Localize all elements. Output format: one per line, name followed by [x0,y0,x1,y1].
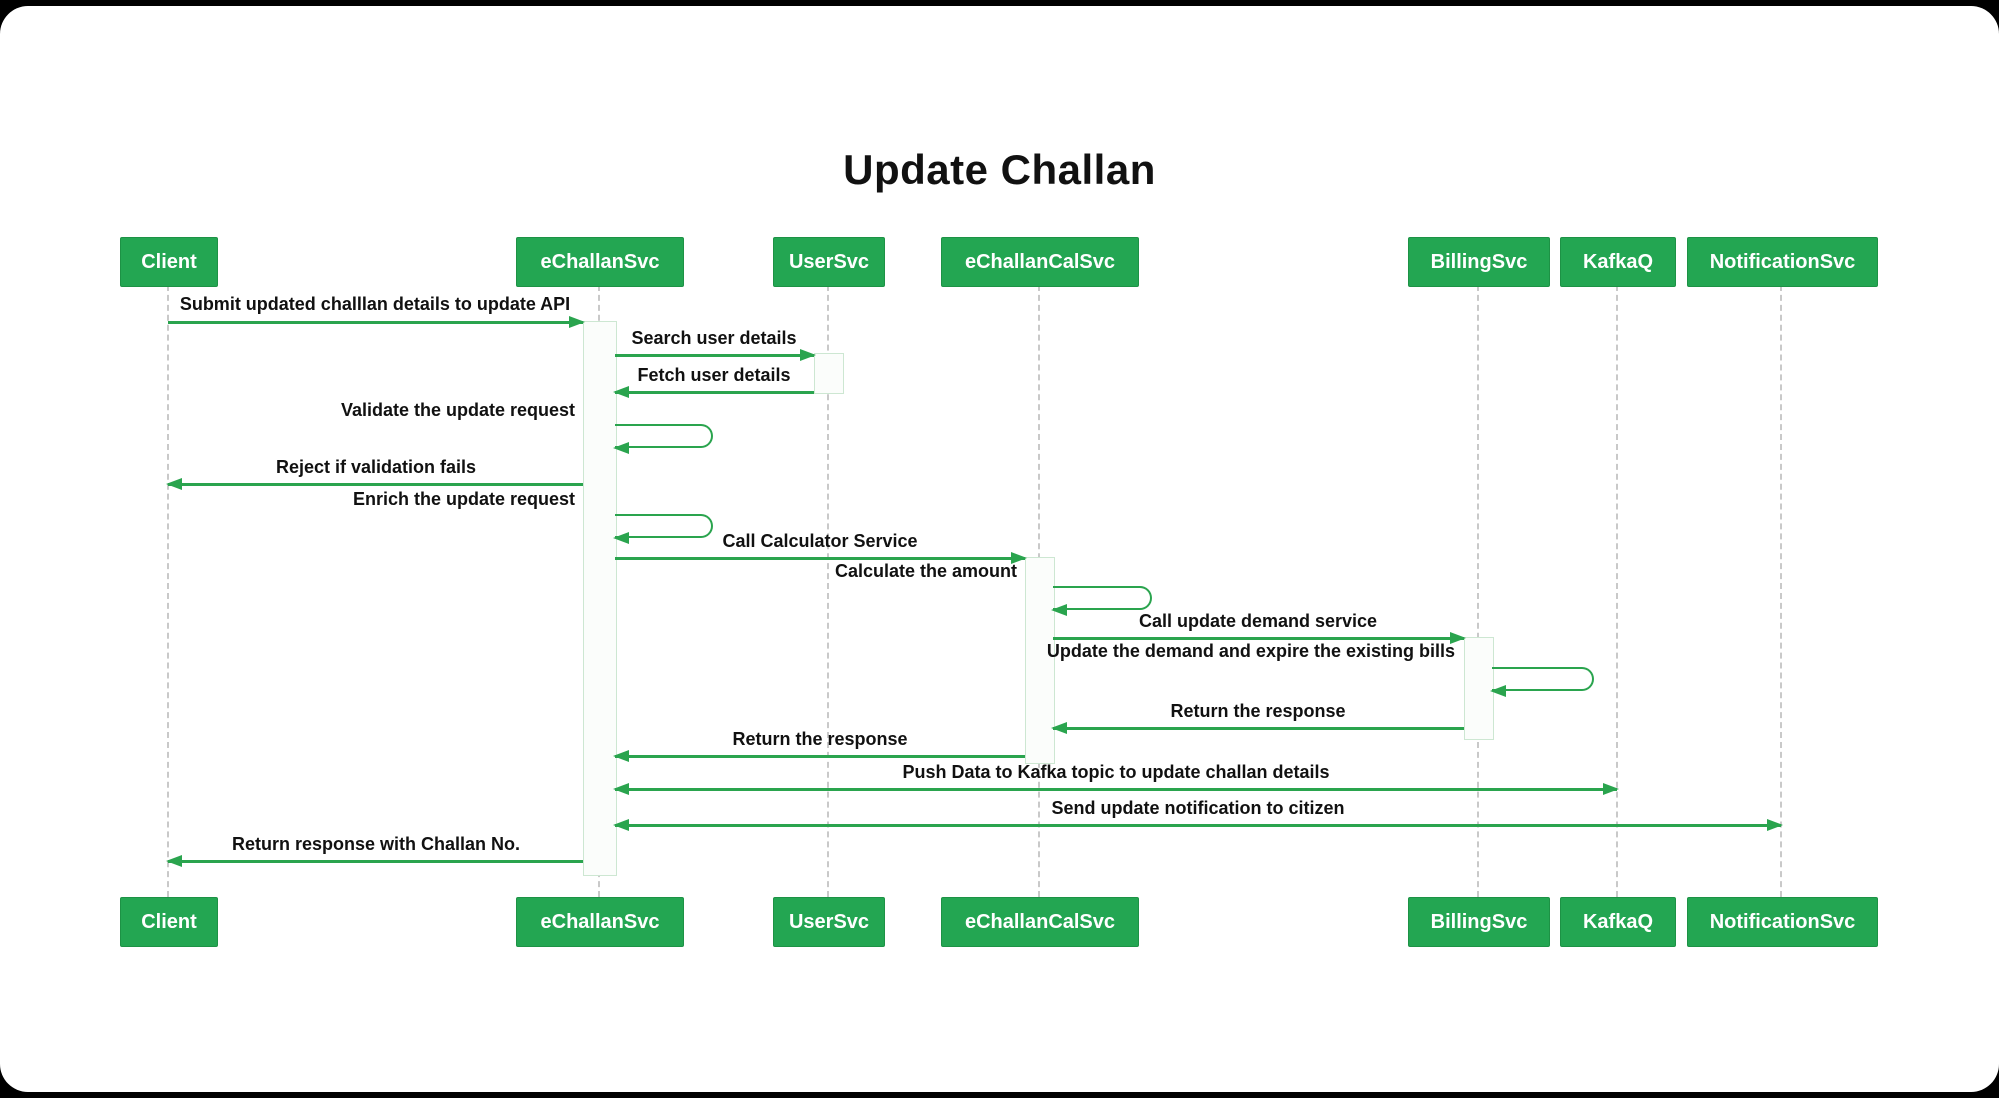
message-label: Calculate the amount [834,561,1017,581]
self-loop-arrow [613,424,713,454]
participant-billingsvc-bottom: BillingSvc [1408,897,1550,947]
message-label: Call update demand service [1138,611,1378,631]
diagram-title: Update Challan [843,146,1156,193]
activation-echallansvc [583,321,617,876]
message-arrow [168,321,583,324]
message-arrow [615,354,814,357]
message-label: Reject if validation fails [275,457,477,477]
participant-usersvc-bottom: UserSvc [773,897,885,947]
activation-billingsvc [1464,637,1494,740]
self-loop-arrow [1490,667,1594,697]
participant-billingsvc-top: BillingSvc [1408,237,1550,287]
message-arrow [615,755,1025,758]
message-label: Update the demand and expire the existin… [1046,641,1455,661]
participant-client-bottom: Client [120,897,218,947]
participant-echallancalsvc-top: eChallanCalSvc [941,237,1139,287]
message-label: Validate the update request [340,400,575,420]
message-arrow [168,483,583,486]
message-label: Fetch user details [637,365,791,385]
message-label: Search user details [631,328,797,348]
message-label: Return the response [732,729,908,749]
participant-echallansvc-bottom: eChallanSvc [516,897,684,947]
message-arrow [168,860,583,863]
self-loop-arrow [1051,586,1152,616]
message-label: Call Calculator Service [722,531,918,551]
participant-echallancalsvc-bottom: eChallanCalSvc [941,897,1139,947]
lifeline-billingsvc [1477,285,1479,897]
message-arrow [615,391,814,394]
message-label: Return response with Challan No. [231,834,521,854]
message-arrow [1053,637,1464,640]
participant-usersvc-top: UserSvc [773,237,885,287]
message-arrow [615,557,1025,560]
participant-echallansvc-top: eChallanSvc [516,237,684,287]
participant-client-top: Client [120,237,218,287]
participant-kafkaq-bottom: KafkaQ [1560,897,1676,947]
message-label: Return the response [1170,701,1346,721]
lifeline-usersvc [827,285,829,897]
activation-usersvc [814,353,844,394]
self-loop-arrow [613,514,713,544]
activation-echallancalsvc [1025,557,1055,764]
participant-notificationsvc-top: NotificationSvc [1687,237,1878,287]
lifeline-kafkaq [1616,285,1618,897]
message-label: Push Data to Kafka topic to update chall… [902,762,1330,782]
message-label: Enrich the update request [352,489,575,509]
message-arrow [615,824,1781,827]
message-label: Submit updated challlan details to updat… [179,294,571,314]
participant-kafkaq-top: KafkaQ [1560,237,1676,287]
message-arrow [615,788,1617,791]
lifeline-notificationsvc [1780,285,1782,897]
message-label: Send update notification to citizen [1051,798,1345,818]
lifeline-client [167,285,169,897]
participant-notificationsvc-bottom: NotificationSvc [1687,897,1878,947]
message-arrow [1053,727,1464,730]
